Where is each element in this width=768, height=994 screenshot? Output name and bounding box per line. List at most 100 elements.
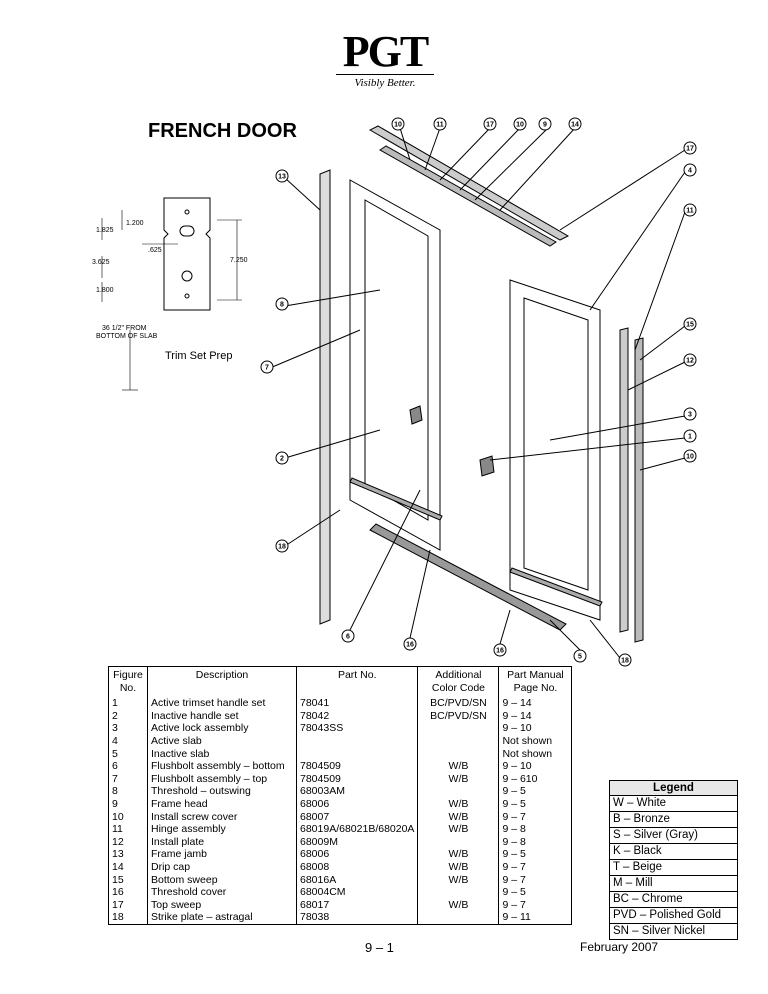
cell-color-code	[417, 911, 500, 925]
cell-part-no: 68006	[295, 797, 419, 811]
cell-part-no: 68009M	[295, 835, 419, 849]
cell-figure: 18	[108, 911, 148, 925]
cell-figure: 13	[108, 848, 148, 861]
legend-item: S – Silver (Gray)	[610, 828, 737, 844]
callout-17-b: 17	[686, 146, 694, 153]
cell-figure: 6	[108, 760, 148, 773]
cell-page-no: 9 – 5	[498, 797, 573, 811]
cell-description: Bottom sweep	[147, 873, 297, 887]
cell-figure: 11	[108, 823, 148, 836]
cell-color-code: W/B	[417, 797, 500, 811]
cell-figure: 17	[108, 898, 148, 912]
cell-figure: 14	[108, 860, 148, 874]
cell-color-code	[417, 722, 500, 735]
cell-part-no: 78042	[295, 709, 419, 723]
cell-color-code: W/B	[417, 823, 500, 836]
dim-7250: 7.250	[230, 257, 248, 264]
cell-part-no: 7804509	[295, 760, 419, 773]
cell-description: Strike plate – astragal	[147, 911, 297, 925]
cell-description: Top sweep	[147, 898, 297, 912]
cell-description: Frame jamb	[147, 848, 297, 861]
callout-10-a: 10	[394, 122, 402, 129]
cell-color-code: W/B	[417, 898, 500, 912]
callout-bubbles: 10 11 17 10 9 14 17 4 11 13 8 7 2 18 6 1…	[260, 117, 697, 667]
legend-title: Legend	[610, 781, 737, 796]
legend-item: B – Bronze	[610, 812, 737, 828]
cell-description: Frame head	[147, 797, 297, 811]
cell-color-code: BC/PVD/SN	[417, 697, 500, 710]
cell-figure: 15	[108, 873, 148, 887]
cell-part-no: 7804509	[295, 772, 419, 786]
publish-date: February 2007	[580, 940, 659, 954]
cell-part-no	[295, 734, 419, 748]
cell-description: Install plate	[147, 835, 297, 849]
trim-note-line1: 36 1/2" FROM	[102, 325, 147, 332]
trim-note-line2: BOTTOM OF SLAB	[96, 333, 158, 340]
legend-item: W – White	[610, 796, 737, 812]
cell-color-code: W/B	[417, 810, 500, 824]
cell-figure: 8	[108, 785, 148, 798]
cell-part-no: 68006	[295, 848, 419, 861]
callout-15: 15	[686, 322, 694, 329]
cell-page-no: 9 – 7	[498, 898, 573, 912]
cell-description: Active slab	[147, 734, 297, 748]
cell-description: Flushbolt assembly – top	[147, 772, 297, 786]
cell-color-code	[417, 785, 500, 798]
callout-9: 9	[543, 122, 547, 129]
cell-description: Drip cap	[147, 860, 297, 874]
cell-description: Threshold – outswing	[147, 785, 297, 798]
callout-2: 2	[280, 456, 284, 463]
cell-part-no: 68004CM	[295, 886, 419, 899]
logo-tagline: Visibly Better.	[354, 77, 416, 89]
legend-item: K – Black	[610, 844, 737, 860]
cell-part-no: 68007	[295, 810, 419, 824]
callout-12: 12	[686, 358, 694, 365]
callout-10-c: 10	[686, 454, 694, 461]
cell-page-no: 9 – 14	[498, 709, 573, 723]
callout-6: 6	[346, 634, 350, 641]
cell-color-code	[417, 747, 500, 761]
callout-13: 13	[278, 174, 286, 181]
cell-color-code	[417, 886, 500, 899]
cell-figure: 9	[108, 797, 148, 811]
cell-page-no: 9 – 8	[498, 823, 573, 836]
cell-figure: 10	[108, 810, 148, 824]
dim-3625: 3.625	[92, 259, 110, 266]
legend-item: BC – Chrome	[610, 892, 737, 908]
cell-page-no: 9 – 7	[498, 860, 573, 874]
callout-16-b: 16	[496, 648, 504, 655]
cell-color-code: W/B	[417, 873, 500, 887]
cell-page-no: 9 – 10	[498, 722, 573, 735]
callout-14: 14	[571, 122, 579, 129]
callout-17-a: 17	[486, 122, 494, 129]
cell-description: Active lock assembly	[147, 722, 297, 735]
french-door-exploded-diagram: 10 11 17 10 9 14 17 4 11 13 8 7 2 18 6 1…	[260, 117, 697, 667]
cell-figure: 16	[108, 886, 148, 899]
cell-description: Inactive handle set	[147, 709, 297, 723]
cell-page-no: 9 – 5	[498, 785, 573, 798]
trim-set-prep-drawing: 1.200 1.825 .625 3.625 7.250 1.800 36 1/…	[92, 197, 248, 391]
callout-4: 4	[688, 168, 692, 175]
cell-page-no: 9 – 8	[498, 835, 573, 849]
cell-color-code: W/B	[417, 772, 500, 786]
cell-description: Active trimset handle set	[147, 697, 297, 710]
cell-page-no: 9 – 7	[498, 810, 573, 824]
cell-part-no	[295, 747, 419, 761]
cell-page-no: 9 – 10	[498, 760, 573, 773]
cell-page-no: 9 – 14	[498, 697, 573, 710]
